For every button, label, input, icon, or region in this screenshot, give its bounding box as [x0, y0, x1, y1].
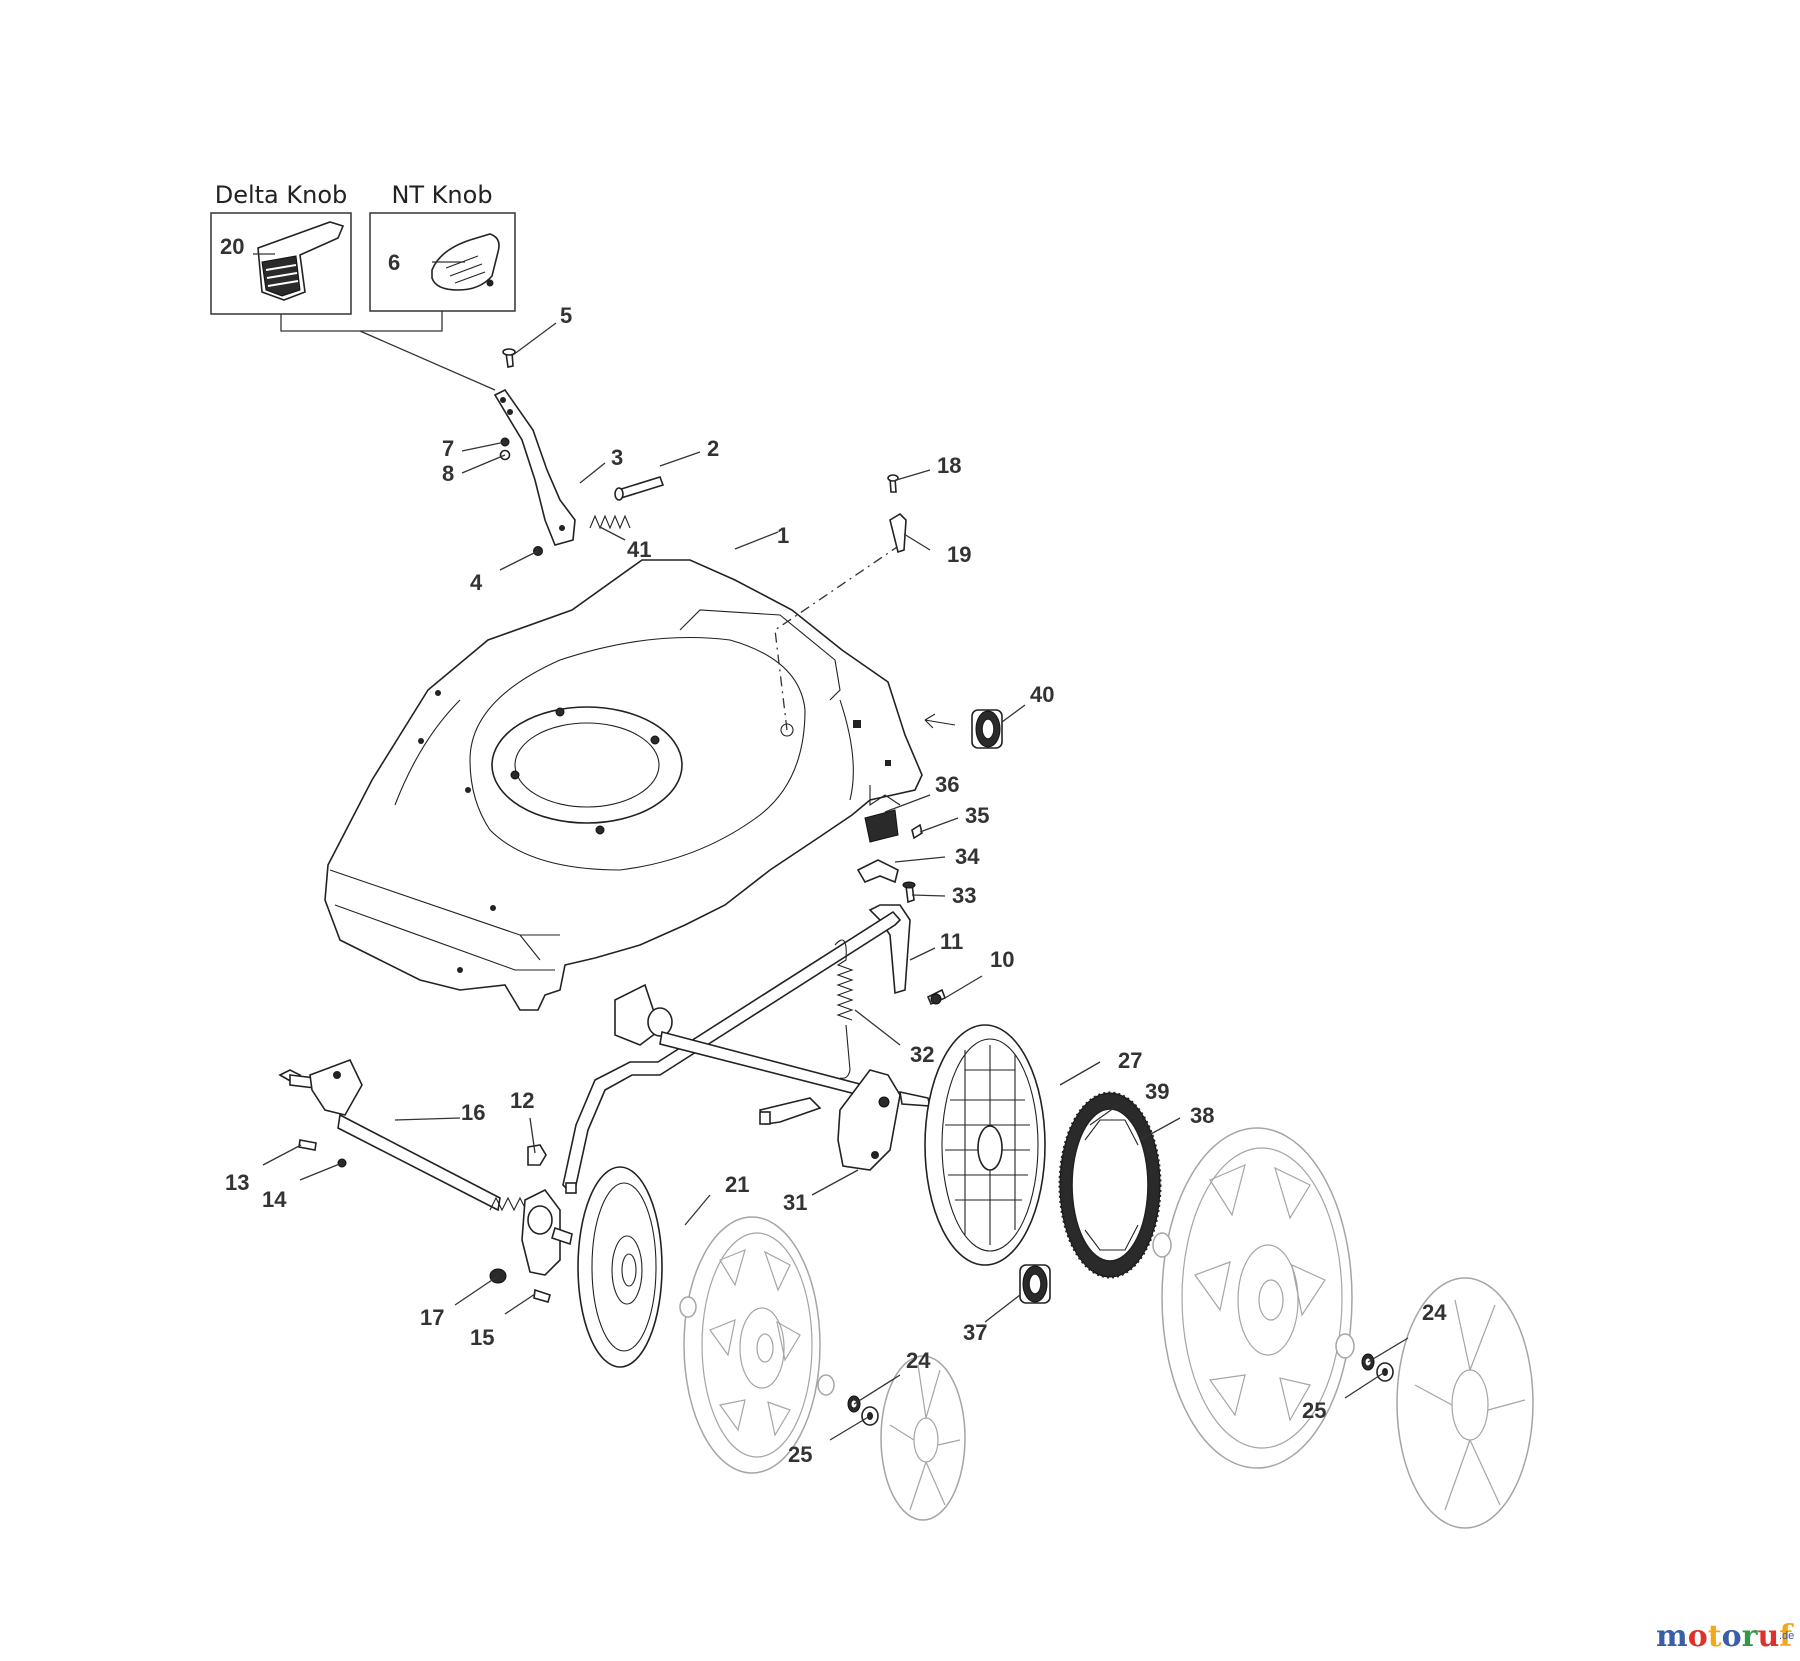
rear-bearing-right: [1335, 1333, 1355, 1359]
callout-14: 14: [262, 1187, 287, 1212]
callout-39: 39: [1145, 1079, 1169, 1104]
callout-17: 17: [420, 1305, 444, 1330]
callout-16: 16: [461, 1100, 485, 1125]
callout-1: 1: [777, 523, 789, 548]
callout-40: 40: [1030, 682, 1054, 707]
rear-bracket-31: [837, 1069, 932, 1171]
pinion-37: [1019, 1264, 1051, 1304]
screw-35: [911, 823, 923, 840]
delta-knob-part: [257, 221, 345, 301]
height-adjust-lever: [493, 388, 576, 546]
height-rod-end: [565, 1182, 577, 1194]
callout-21: 21: [725, 1172, 749, 1197]
pin-2: [614, 476, 665, 501]
bracket-36: [864, 809, 899, 843]
spring-41: [589, 514, 631, 530]
callout-37: 37: [963, 1320, 987, 1345]
delta-knob-option: Delta Knob: [210, 181, 352, 315]
callout-10: 10: [990, 947, 1014, 972]
brand-letter: o: [1722, 1619, 1742, 1654]
screw-33: [902, 881, 916, 904]
screw-13: [298, 1139, 317, 1151]
screw-10: [926, 988, 947, 1006]
screw-15: [533, 1288, 551, 1303]
callout-36: 36: [935, 772, 959, 797]
callout-41: 41: [627, 537, 651, 562]
front-bearing-right: [817, 1374, 835, 1396]
brand-letter: o: [1688, 1619, 1708, 1654]
callout-12: 12: [510, 1088, 534, 1113]
brand-letter: t: [1708, 1619, 1722, 1654]
callout-35: 35: [965, 803, 989, 828]
rear-bearing-left: [1152, 1232, 1172, 1258]
gear-cover-27: [924, 1024, 1046, 1266]
gear-40: [924, 709, 1003, 749]
front-wheel: [683, 1216, 821, 1474]
cable-guide-19: [889, 512, 907, 554]
delta-knob-title: Delta Knob: [215, 181, 348, 209]
hubcap-rear: [1396, 1277, 1534, 1529]
callout-32: 32: [910, 1042, 934, 1067]
callout-labels: 1 2 3 4 5 6 7 8 10 11 12 13 14 15 16 17 …: [220, 234, 1447, 1467]
gear-disc-21: [577, 1166, 663, 1368]
callout-7: 7: [442, 436, 454, 461]
callout-18: 18: [937, 453, 961, 478]
brand-letter: m: [1656, 1619, 1688, 1654]
callout-33: 33: [952, 883, 976, 908]
brand-letter: r: [1742, 1619, 1759, 1654]
brand-letter: f: [1779, 1619, 1794, 1654]
knob-to-lever-leader: [359, 330, 496, 391]
watermark-brand: motoruf: [1656, 1619, 1794, 1654]
screw-5: [502, 348, 516, 368]
front-bearing-left: [679, 1296, 697, 1318]
nt-knob-title: NT Knob: [391, 181, 492, 209]
callout-15: 15: [470, 1325, 494, 1350]
callout-5: 5: [560, 303, 572, 328]
watermark-suffix: .de: [1779, 1630, 1794, 1642]
callout-31: 31: [783, 1190, 807, 1215]
brand-letter: u: [1757, 1619, 1779, 1654]
nut-12: [527, 1144, 547, 1166]
callout-25: 25: [788, 1442, 812, 1467]
callout-2: 2: [707, 436, 719, 461]
callout-24: 24: [906, 1348, 931, 1373]
callout-24-rear: 24: [1422, 1300, 1447, 1325]
callout-25-rear: 25: [1302, 1398, 1326, 1423]
callout-6: 6: [388, 250, 400, 275]
callout-3: 3: [611, 445, 623, 470]
callout-27: 27: [1118, 1048, 1142, 1073]
mower-deck: [324, 559, 923, 1011]
gear-ring-38: [1058, 1091, 1162, 1279]
callout-8: 8: [442, 461, 454, 486]
nt-knob-option: NT Knob: [369, 181, 516, 312]
screw-18: [887, 474, 899, 493]
rear-wheel: [1161, 1127, 1353, 1469]
callout-4: 4: [470, 570, 483, 595]
callout-19: 19: [947, 542, 971, 567]
callout-38: 38: [1190, 1103, 1214, 1128]
callout-34: 34: [955, 844, 980, 869]
clip-34: [856, 859, 899, 884]
callout-13: 13: [225, 1170, 249, 1195]
motoruf-watermark: motoruf .de: [1656, 1619, 1794, 1654]
cable-routing-line: [774, 529, 901, 731]
callout-20: 20: [220, 234, 244, 259]
hubcap-front: [880, 1355, 966, 1521]
front-axle-16: [278, 1058, 573, 1276]
callout-leaders: [253, 253, 1409, 1441]
callout-11: 11: [940, 929, 963, 954]
spring-32: [834, 939, 854, 1079]
